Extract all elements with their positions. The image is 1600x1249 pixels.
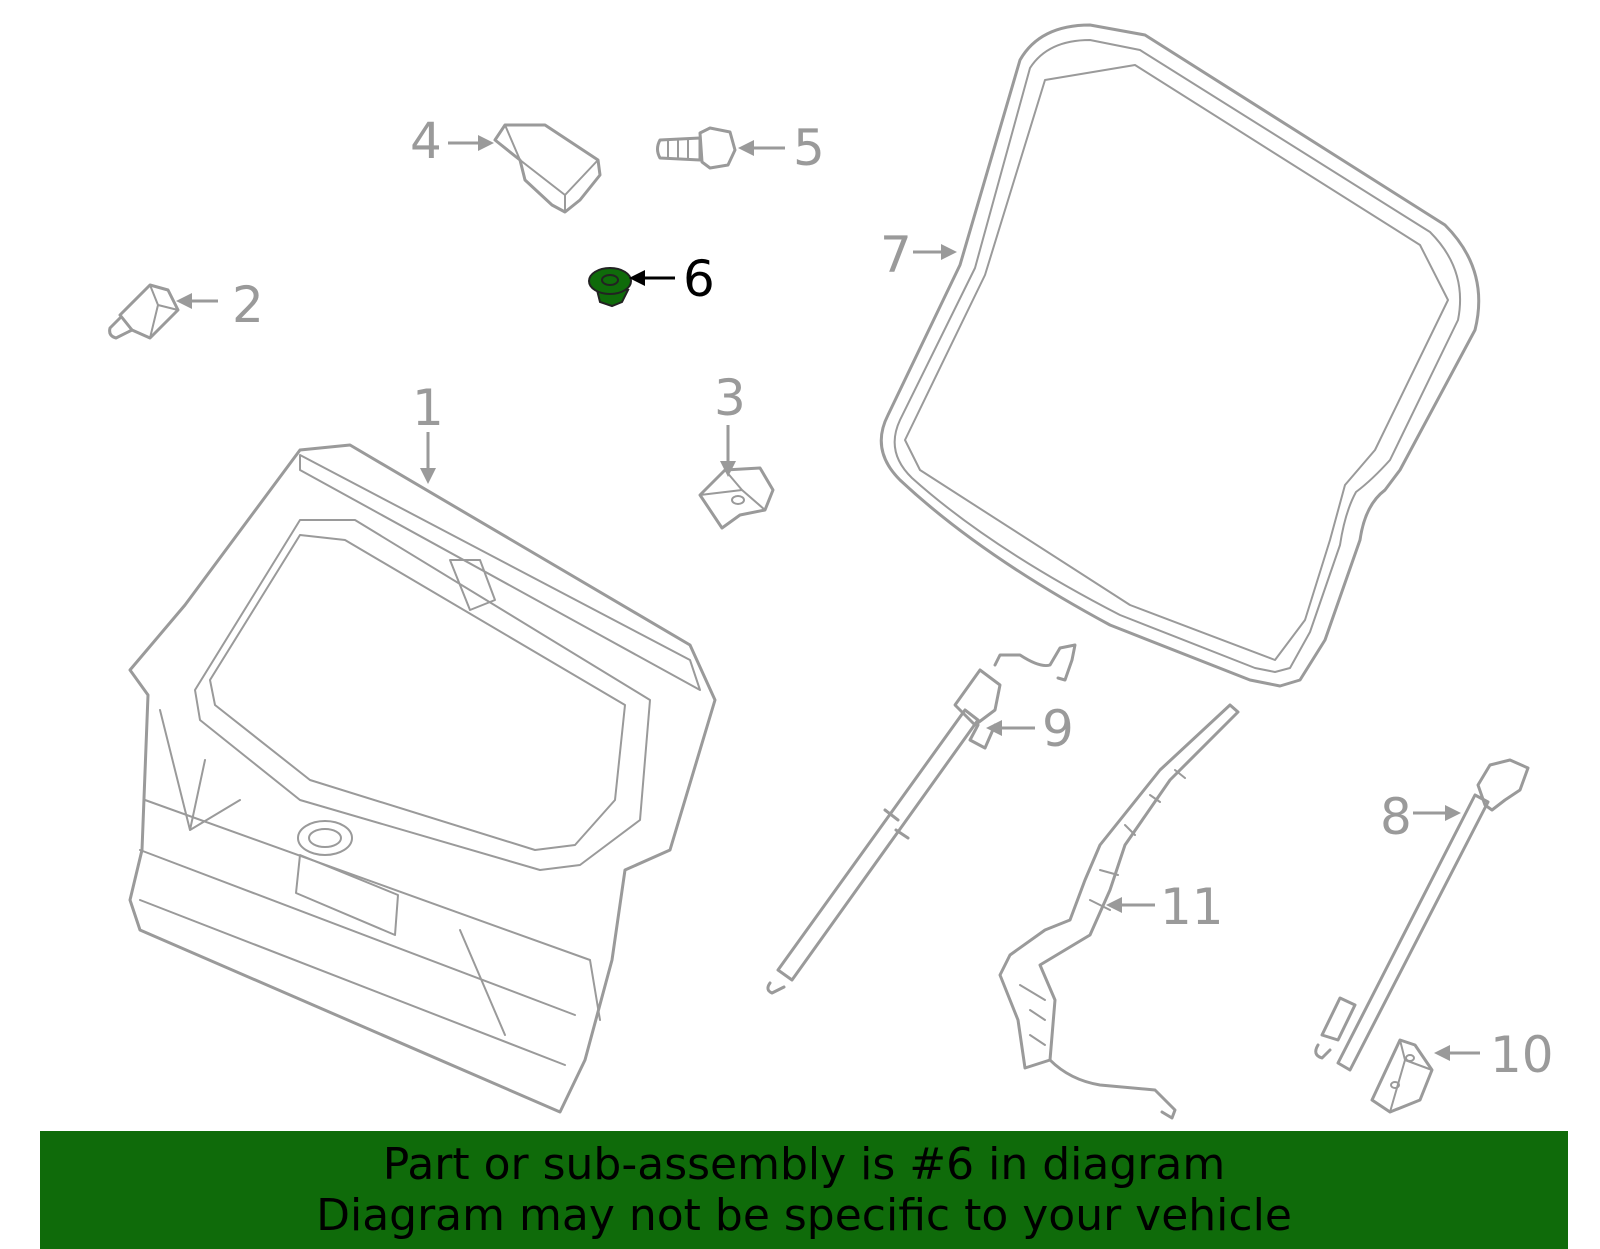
part-8-strut[interactable] [1314, 758, 1530, 1072]
banner-line-disclaimer: Diagram may not be specific to your vehi… [316, 1190, 1292, 1241]
callout-7: 7 [880, 226, 912, 284]
callout-10: 10 [1490, 1026, 1554, 1084]
callout-9: 9 [1042, 700, 1074, 758]
part-7-weatherstrip[interactable] [879, 23, 1481, 688]
callout-8: 8 [1380, 788, 1412, 846]
part-2-stud[interactable] [108, 283, 180, 340]
callout-4: 4 [410, 112, 442, 170]
part-3-bracket[interactable] [698, 466, 775, 530]
callout-5: 5 [793, 119, 825, 177]
part-6-nut[interactable] [588, 267, 632, 308]
part-9-power-strut[interactable] [766, 643, 1077, 995]
part-10-bracket[interactable] [1370, 1038, 1434, 1114]
part-4-bumper[interactable] [493, 123, 602, 214]
callout-11: 11 [1160, 878, 1224, 936]
callout-3: 3 [714, 369, 746, 427]
callout-6: 6 [683, 250, 715, 308]
part-11-bracket[interactable] [998, 703, 1240, 1120]
callout-2: 2 [232, 276, 264, 334]
callout-1: 1 [412, 379, 444, 437]
part-1-liftgate[interactable] [128, 443, 717, 1114]
callout-leaders [176, 135, 1480, 1061]
banner-line-part: Part or sub-assembly is #6 in diagram [382, 1139, 1226, 1190]
part-5-bolt[interactable] [656, 126, 737, 170]
info-banner: Part or sub-assembly is #6 in diagram Di… [40, 1131, 1568, 1249]
